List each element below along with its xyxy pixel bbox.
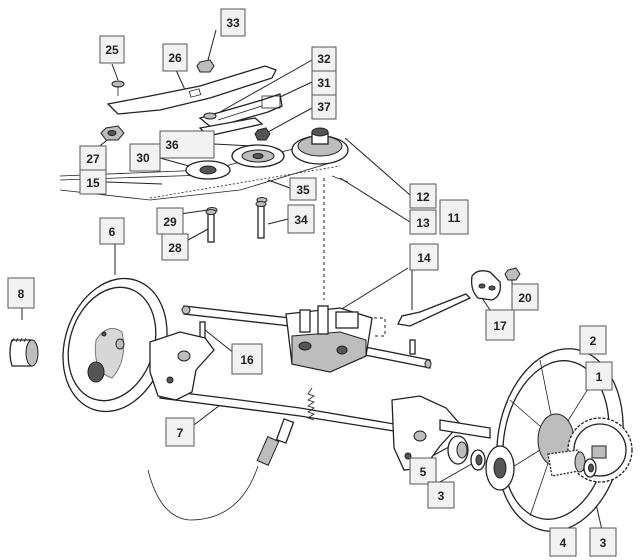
label-15: 15	[79, 169, 107, 195]
axle-frame	[149, 305, 491, 471]
svg-text:7: 7	[177, 426, 184, 440]
label-26: 26	[162, 43, 188, 72]
svg-text:3: 3	[438, 489, 445, 503]
svg-text:16: 16	[240, 353, 254, 367]
nut-33	[196, 59, 215, 73]
left-height-bracket	[149, 331, 215, 401]
svg-text:29: 29	[163, 215, 177, 229]
label-27: 27	[79, 145, 107, 171]
svg-text:11: 11	[448, 211, 461, 225]
washer-3b	[583, 458, 597, 478]
label-37: 37	[311, 94, 337, 120]
svg-text:17: 17	[493, 319, 507, 333]
svg-text:12: 12	[416, 190, 430, 204]
label-20: 20	[511, 283, 539, 311]
label-30: 30	[129, 143, 161, 172]
belt-drive	[59, 127, 349, 243]
label-3b: 3	[589, 527, 617, 557]
nut-20	[504, 267, 521, 281]
label-29: 29	[156, 207, 184, 235]
svg-text:13: 13	[416, 216, 430, 230]
spring-cable	[147, 387, 315, 521]
label-14: 14	[409, 243, 439, 271]
label-32: 32	[311, 46, 337, 72]
bushing-5-washer-3	[447, 435, 486, 471]
label-28: 28	[161, 233, 189, 261]
cable	[147, 465, 259, 521]
svg-text:28: 28	[168, 241, 182, 255]
svg-text:15: 15	[86, 176, 100, 190]
svg-text:35: 35	[296, 183, 310, 197]
svg-text:27: 27	[86, 152, 100, 166]
svg-text:37: 37	[317, 100, 331, 114]
svg-text:2: 2	[590, 334, 597, 348]
rod-7	[159, 389, 401, 433]
label-8: 8	[7, 277, 35, 309]
label-31: 31	[311, 70, 337, 96]
part-labels: 33 25 26 32 31 37 36 27 30 15 35 12 11 1…	[7, 8, 617, 557]
label-2: 2	[579, 325, 607, 355]
label-11: 11	[439, 199, 469, 235]
bracket-26	[106, 65, 277, 115]
label-5: 5	[409, 457, 437, 485]
svg-text:30: 30	[136, 151, 150, 165]
label-7: 7	[165, 417, 195, 447]
spring	[307, 387, 315, 421]
label-13: 13	[409, 209, 437, 235]
svg-text:33: 33	[226, 16, 240, 30]
bolt-34	[257, 203, 265, 239]
label-12: 12	[409, 183, 437, 209]
svg-text:34: 34	[294, 213, 308, 227]
top-linkage-parts	[100, 59, 283, 141]
svg-text:6: 6	[109, 225, 116, 239]
label-35: 35	[289, 177, 317, 201]
svg-text:5: 5	[420, 465, 427, 479]
svg-text:25: 25	[105, 43, 119, 57]
gearbox	[285, 305, 373, 373]
svg-text:4: 4	[560, 536, 567, 550]
right-height-bracket	[391, 395, 461, 471]
label-36: 36	[159, 130, 215, 159]
svg-text:14: 14	[417, 251, 431, 265]
label-17: 17	[485, 309, 515, 341]
svg-text:31: 31	[317, 76, 331, 90]
label-33: 33	[220, 8, 246, 37]
bushing-8	[9, 337, 39, 367]
label-6: 6	[99, 217, 125, 245]
dashed-guides	[323, 178, 386, 337]
lower-axle	[359, 345, 431, 369]
bolt-28	[207, 211, 215, 243]
label-3a: 3	[427, 481, 455, 509]
label-1: 1	[585, 361, 613, 391]
label-25: 25	[99, 35, 125, 64]
nut-37	[254, 127, 271, 141]
clip-17	[470, 270, 501, 301]
pinion-4	[547, 449, 586, 477]
svg-text:1: 1	[596, 370, 603, 384]
svg-text:32: 32	[317, 52, 331, 66]
wheel-2	[485, 348, 624, 532]
label-16: 16	[231, 343, 263, 375]
svg-text:20: 20	[518, 291, 532, 305]
label-34: 34	[287, 204, 315, 234]
svg-text:3: 3	[600, 536, 607, 550]
svg-text:36: 36	[165, 138, 179, 152]
label-4: 4	[549, 527, 577, 557]
svg-text:8: 8	[18, 287, 25, 301]
cable-14	[397, 293, 472, 327]
washer-32	[203, 112, 217, 120]
cable-clip-parts	[470, 267, 521, 301]
svg-text:26: 26	[168, 51, 182, 65]
wheel-cover-6	[62, 277, 168, 413]
